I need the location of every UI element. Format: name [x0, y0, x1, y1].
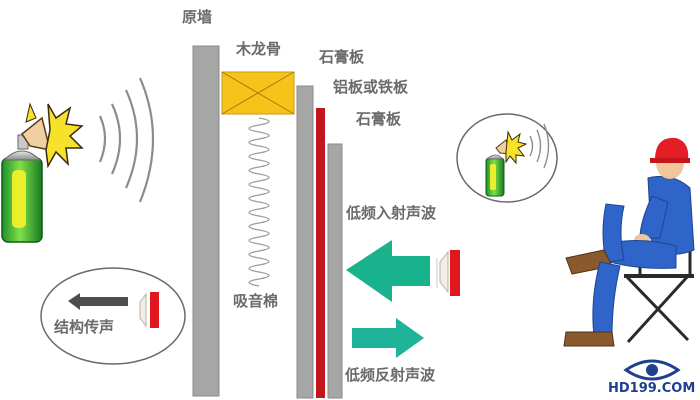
label-gypsum-board-1: 石膏板	[319, 48, 365, 66]
label-low-freq-incident: 低频入射声波	[346, 204, 437, 222]
label-metal-plate: 铝板或铁板	[333, 78, 409, 96]
structure-sound-arrow	[68, 293, 128, 310]
structure-sound-bubble	[40, 267, 186, 365]
structure-speaker-icon	[139, 292, 159, 328]
small-sound-waves-icon	[529, 123, 550, 169]
label-structure-borne-sound: 结构传声	[54, 318, 115, 336]
sound-absorbing-cotton-coil	[248, 117, 270, 287]
large-alarm-can-icon	[1, 102, 84, 243]
original-wall	[192, 45, 220, 397]
seated-listener-figure	[563, 137, 695, 347]
label-original-wall: 原墙	[182, 8, 213, 26]
small-alarm-can-icon	[485, 130, 528, 197]
label-sound-absorbing-cotton: 吸音棉	[233, 292, 279, 310]
incident-wave-arrow	[346, 240, 430, 302]
label-wood-keel: 木龙骨	[236, 40, 282, 58]
gypsum-board-outer	[327, 143, 343, 399]
hd199-logo-icon	[623, 359, 681, 381]
label-gypsum-board-2: 石膏板	[356, 110, 402, 128]
incident-speaker-icon	[436, 250, 460, 296]
logo-text: HD199.COM	[608, 381, 696, 396]
wood-keel-block	[221, 71, 295, 115]
gypsum-board-inner	[296, 85, 314, 399]
metal-plate	[316, 108, 325, 398]
sound-waves-icon	[98, 77, 155, 203]
label-low-freq-reflected: 低频反射声波	[345, 366, 436, 384]
reflected-wave-arrow	[352, 318, 424, 358]
